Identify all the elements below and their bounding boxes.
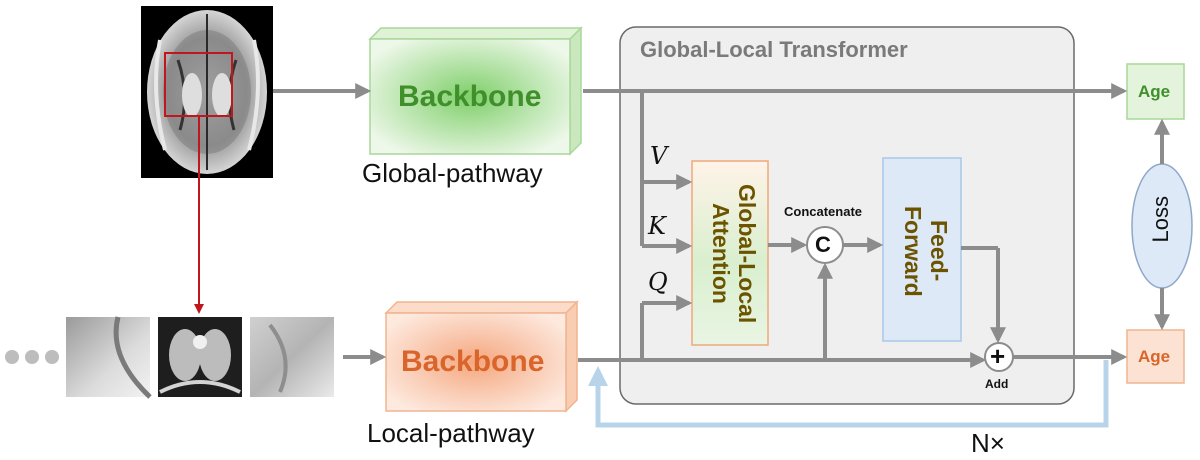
key-input-label: K <box>648 212 666 240</box>
add-symbol: + <box>990 341 1006 371</box>
flow-arrows <box>273 83 1170 368</box>
brain-patch-thumbnail-icon <box>250 317 334 397</box>
mri-brain-slice-icon <box>141 6 273 178</box>
age-output-local: Age <box>1138 347 1171 366</box>
query-input-label: Q <box>648 268 668 296</box>
value-input-label: V <box>650 142 668 170</box>
feed-forward-block <box>882 157 962 342</box>
age-output-local-box <box>1126 329 1185 384</box>
local-backbone-label: Backbone <box>401 345 545 378</box>
brain-patch-thumbnail-icon <box>66 316 152 399</box>
repeat-count-label: N× <box>971 428 1005 458</box>
global-pathway-label: Global-pathway <box>362 158 543 188</box>
age-output-global: Age <box>1138 82 1171 101</box>
local-pathway-label: Local-pathway <box>367 418 535 448</box>
brain-patch-thumbnail-icon <box>158 317 242 397</box>
transformer-title: Global-Local Transformer <box>640 37 908 62</box>
ellipsis-dots-icon <box>5 350 59 364</box>
add-label: Add <box>985 377 1009 391</box>
concatenate-symbol: C <box>815 232 831 257</box>
attention-block <box>691 160 769 346</box>
global-backbone-label: Backbone <box>398 80 542 113</box>
global-backbone-block <box>368 26 583 156</box>
concatenate-label: Concatenate <box>784 204 863 219</box>
loss-label: Loss <box>1148 196 1173 243</box>
repeat-feedback-loop <box>588 360 1109 428</box>
local-backbone-block <box>384 300 579 413</box>
feed-forward-label: Feed-Forward <box>900 205 952 297</box>
